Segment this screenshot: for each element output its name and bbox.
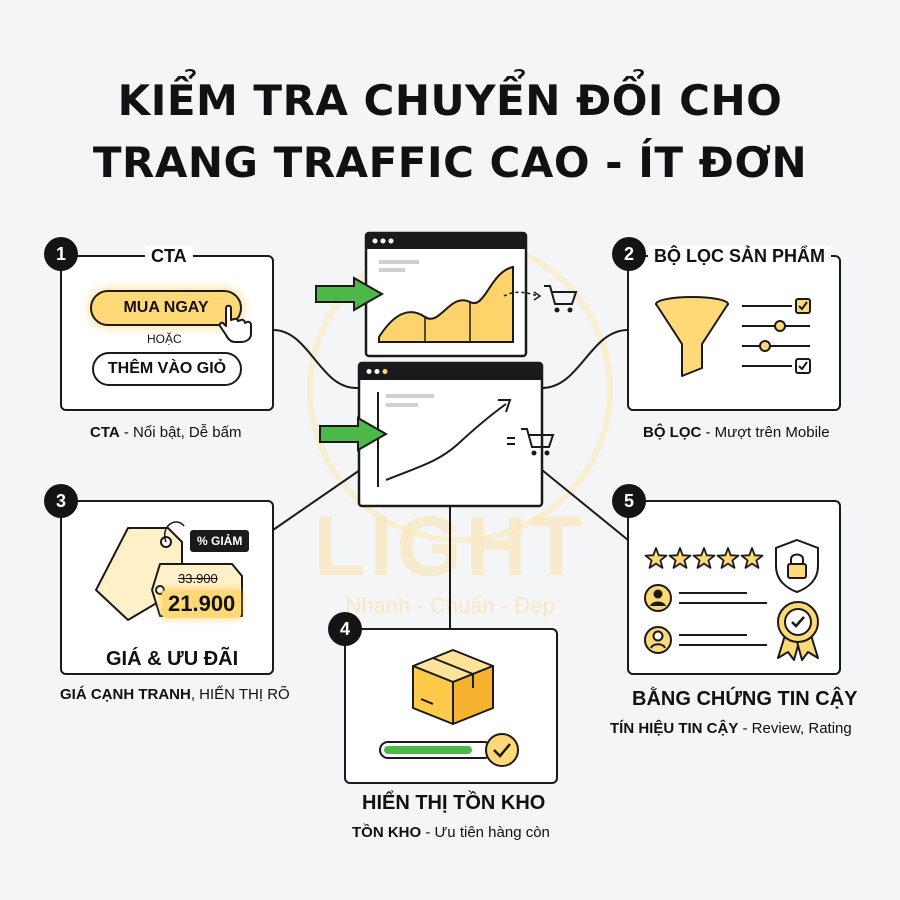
step-badge-5: 5 xyxy=(612,484,646,518)
card-filter xyxy=(627,255,841,411)
step-badge-2: 2 xyxy=(612,237,646,271)
funnel-icon xyxy=(655,296,729,377)
page-title: KIỂM TRA CHUYỂN ĐỔI CHO TRANG TRAFFIC CA… xyxy=(0,70,900,194)
cursor-hand-icon xyxy=(218,304,252,343)
step-badge-3: 3 xyxy=(44,484,78,518)
user-avatar-icon xyxy=(644,626,767,654)
medal-icon xyxy=(777,601,819,661)
rating-stars xyxy=(644,547,764,569)
step-badge-4: 4 xyxy=(328,612,362,646)
old-price: 33.900 xyxy=(178,571,218,586)
card-price-label: GIÁ & ƯU ĐÃI xyxy=(106,648,239,670)
card-cta-caption: CTA - Nổi bật, Dễ bấm xyxy=(90,424,242,441)
arrow-right-icon xyxy=(315,276,385,312)
dashboard-window-back xyxy=(364,231,528,358)
card-trust-label: BẰNG CHỨNG TIN CẬY xyxy=(632,688,858,710)
card-stock-label: HIỂN THỊ TỒN KHO xyxy=(362,792,546,814)
new-price: 21.900 xyxy=(162,590,242,618)
star-icon xyxy=(740,547,764,569)
discount-tag: % GIẢM xyxy=(190,530,250,552)
title-line-1: KIỂM TRA CHUYỂN ĐỔI CHO xyxy=(117,76,783,125)
step-badge-1: 1 xyxy=(44,237,78,271)
user-avatar-icon xyxy=(644,584,767,612)
card-cta-label: CTA xyxy=(145,246,193,267)
card-price-caption: GIÁ CẠNH TRANH, HIỂN THỊ RÕ xyxy=(60,686,290,703)
card-stock-caption: TỒN KHO - Ưu tiên hàng còn xyxy=(352,824,550,841)
star-icon xyxy=(692,547,716,569)
cart-icon xyxy=(503,285,578,313)
card-filter-label: BỘ LỌC SẢN PHẨM xyxy=(648,246,831,267)
or-text: HOẶC xyxy=(147,332,182,346)
add-to-cart-button[interactable]: THÊM VÀO GIỎ xyxy=(92,352,242,386)
cart-icon xyxy=(507,428,555,456)
filter-options-icon xyxy=(742,298,811,374)
card-filter-caption: BỘ LỌC - Mượt trên Mobile xyxy=(643,424,830,441)
star-icon xyxy=(716,547,740,569)
box-icon xyxy=(412,649,494,725)
dashboard-window-front xyxy=(357,361,544,508)
arrow-right-icon xyxy=(319,416,389,452)
star-icon xyxy=(644,547,668,569)
shield-lock-icon xyxy=(775,538,819,594)
stock-progress-bar xyxy=(379,733,519,767)
star-icon xyxy=(668,547,692,569)
buy-now-button[interactable]: MUA NGAY xyxy=(90,290,242,326)
card-trust-caption: TÍN HIỆU TIN CẬY - Review, Rating xyxy=(610,720,852,737)
title-line-2: TRANG TRAFFIC CAO - ÍT ĐƠN xyxy=(92,138,808,187)
